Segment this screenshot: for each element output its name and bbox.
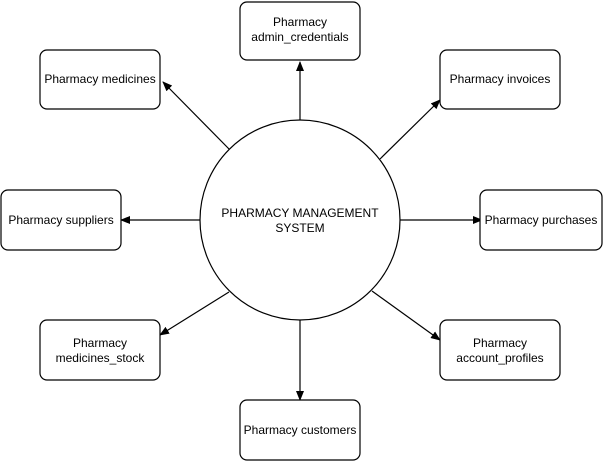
node-account-profiles-line-2: account_profiles bbox=[456, 351, 543, 365]
node-purchases: Pharmacy purchases bbox=[479, 189, 603, 251]
node-customers: Pharmacy customers bbox=[239, 399, 361, 461]
connector-group bbox=[120, 61, 483, 401]
node-suppliers-label: Pharmacy suppliers bbox=[8, 213, 113, 227]
arrow-to-invoices bbox=[379, 99, 441, 160]
node-invoices: Pharmacy invoices bbox=[439, 49, 561, 110]
node-medicines: Pharmacy medicines bbox=[39, 49, 161, 110]
node-medicines-label: Pharmacy medicines bbox=[44, 72, 155, 86]
node-admin-credentials: Pharmacy admin_credentials bbox=[239, 1, 361, 61]
node-purchases-label: Pharmacy purchases bbox=[485, 213, 598, 227]
node-medicines-stock: Pharmacy medicines_stock bbox=[39, 319, 161, 381]
node-customers-label: Pharmacy customers bbox=[244, 423, 357, 437]
arrow-to-account-profiles bbox=[371, 290, 441, 341]
center-label-line-2: SYSTEM bbox=[275, 221, 324, 235]
node-invoices-label: Pharmacy invoices bbox=[450, 72, 551, 86]
node-medicines-stock-line-2: medicines_stock bbox=[56, 351, 146, 365]
node-medicines-stock-line-1: Pharmacy bbox=[73, 336, 127, 350]
center-circle bbox=[199, 119, 401, 321]
arrow-to-medicines-stock bbox=[159, 291, 230, 336]
arrow-to-medicines bbox=[162, 81, 231, 151]
node-admin-credentials-line-1: Pharmacy bbox=[273, 15, 327, 29]
center-label-line-1: PHARMACY MANAGEMENT bbox=[221, 206, 379, 220]
center-system-node: PHARMACY MANAGEMENT SYSTEM bbox=[199, 119, 401, 321]
node-admin-credentials-line-2: admin_credentials bbox=[251, 30, 348, 44]
node-account-profiles-line-1: Pharmacy bbox=[473, 336, 527, 350]
node-suppliers: Pharmacy suppliers bbox=[0, 189, 122, 251]
node-account-profiles: Pharmacy account_profiles bbox=[439, 319, 561, 381]
